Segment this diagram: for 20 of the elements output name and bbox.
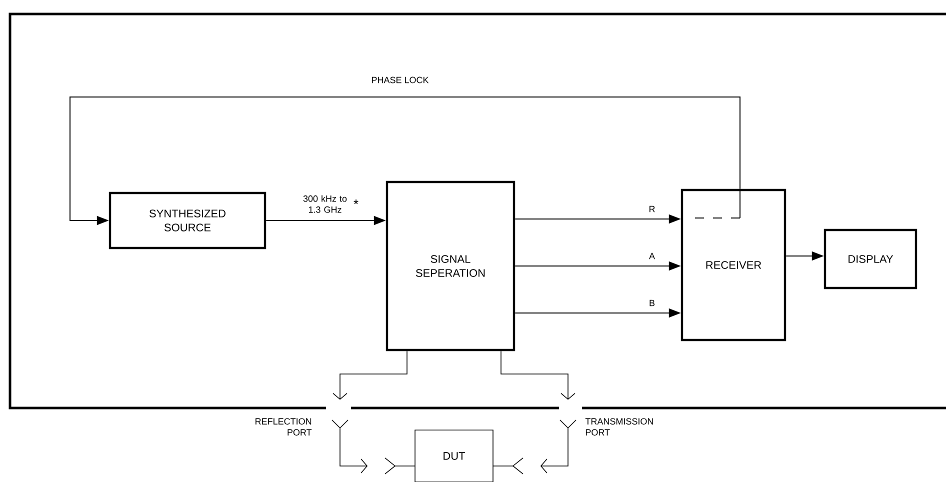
dut-box: DUT [414, 430, 494, 482]
edge-label: 300 kHz to 1.3 GHz [298, 194, 352, 214]
port-connector [332, 420, 348, 429]
footnote-mark: * [354, 200, 358, 204]
port-label: REFLECTION PORT [256, 418, 312, 436]
port-connector [560, 420, 576, 429]
arrow [340, 428, 368, 474]
source-box: SYNTHESIZED SOURCE [108, 192, 266, 250]
edge-label: B [648, 298, 656, 308]
display-box: DISPLAY [824, 228, 918, 290]
arrow [540, 428, 568, 474]
edge-label: PHASE LOCK [370, 76, 430, 84]
port-label: TRANSMISSION PORT [585, 418, 653, 436]
instrument-frame [8, 12, 946, 410]
arrow [332, 350, 408, 400]
edge-label: A [648, 252, 656, 260]
edge-label: R [648, 204, 656, 214]
signal-separation-box: SIGNAL SEPERATION [386, 180, 516, 352]
receiver-box: RECEIVER [680, 188, 786, 342]
arrow [500, 350, 576, 400]
